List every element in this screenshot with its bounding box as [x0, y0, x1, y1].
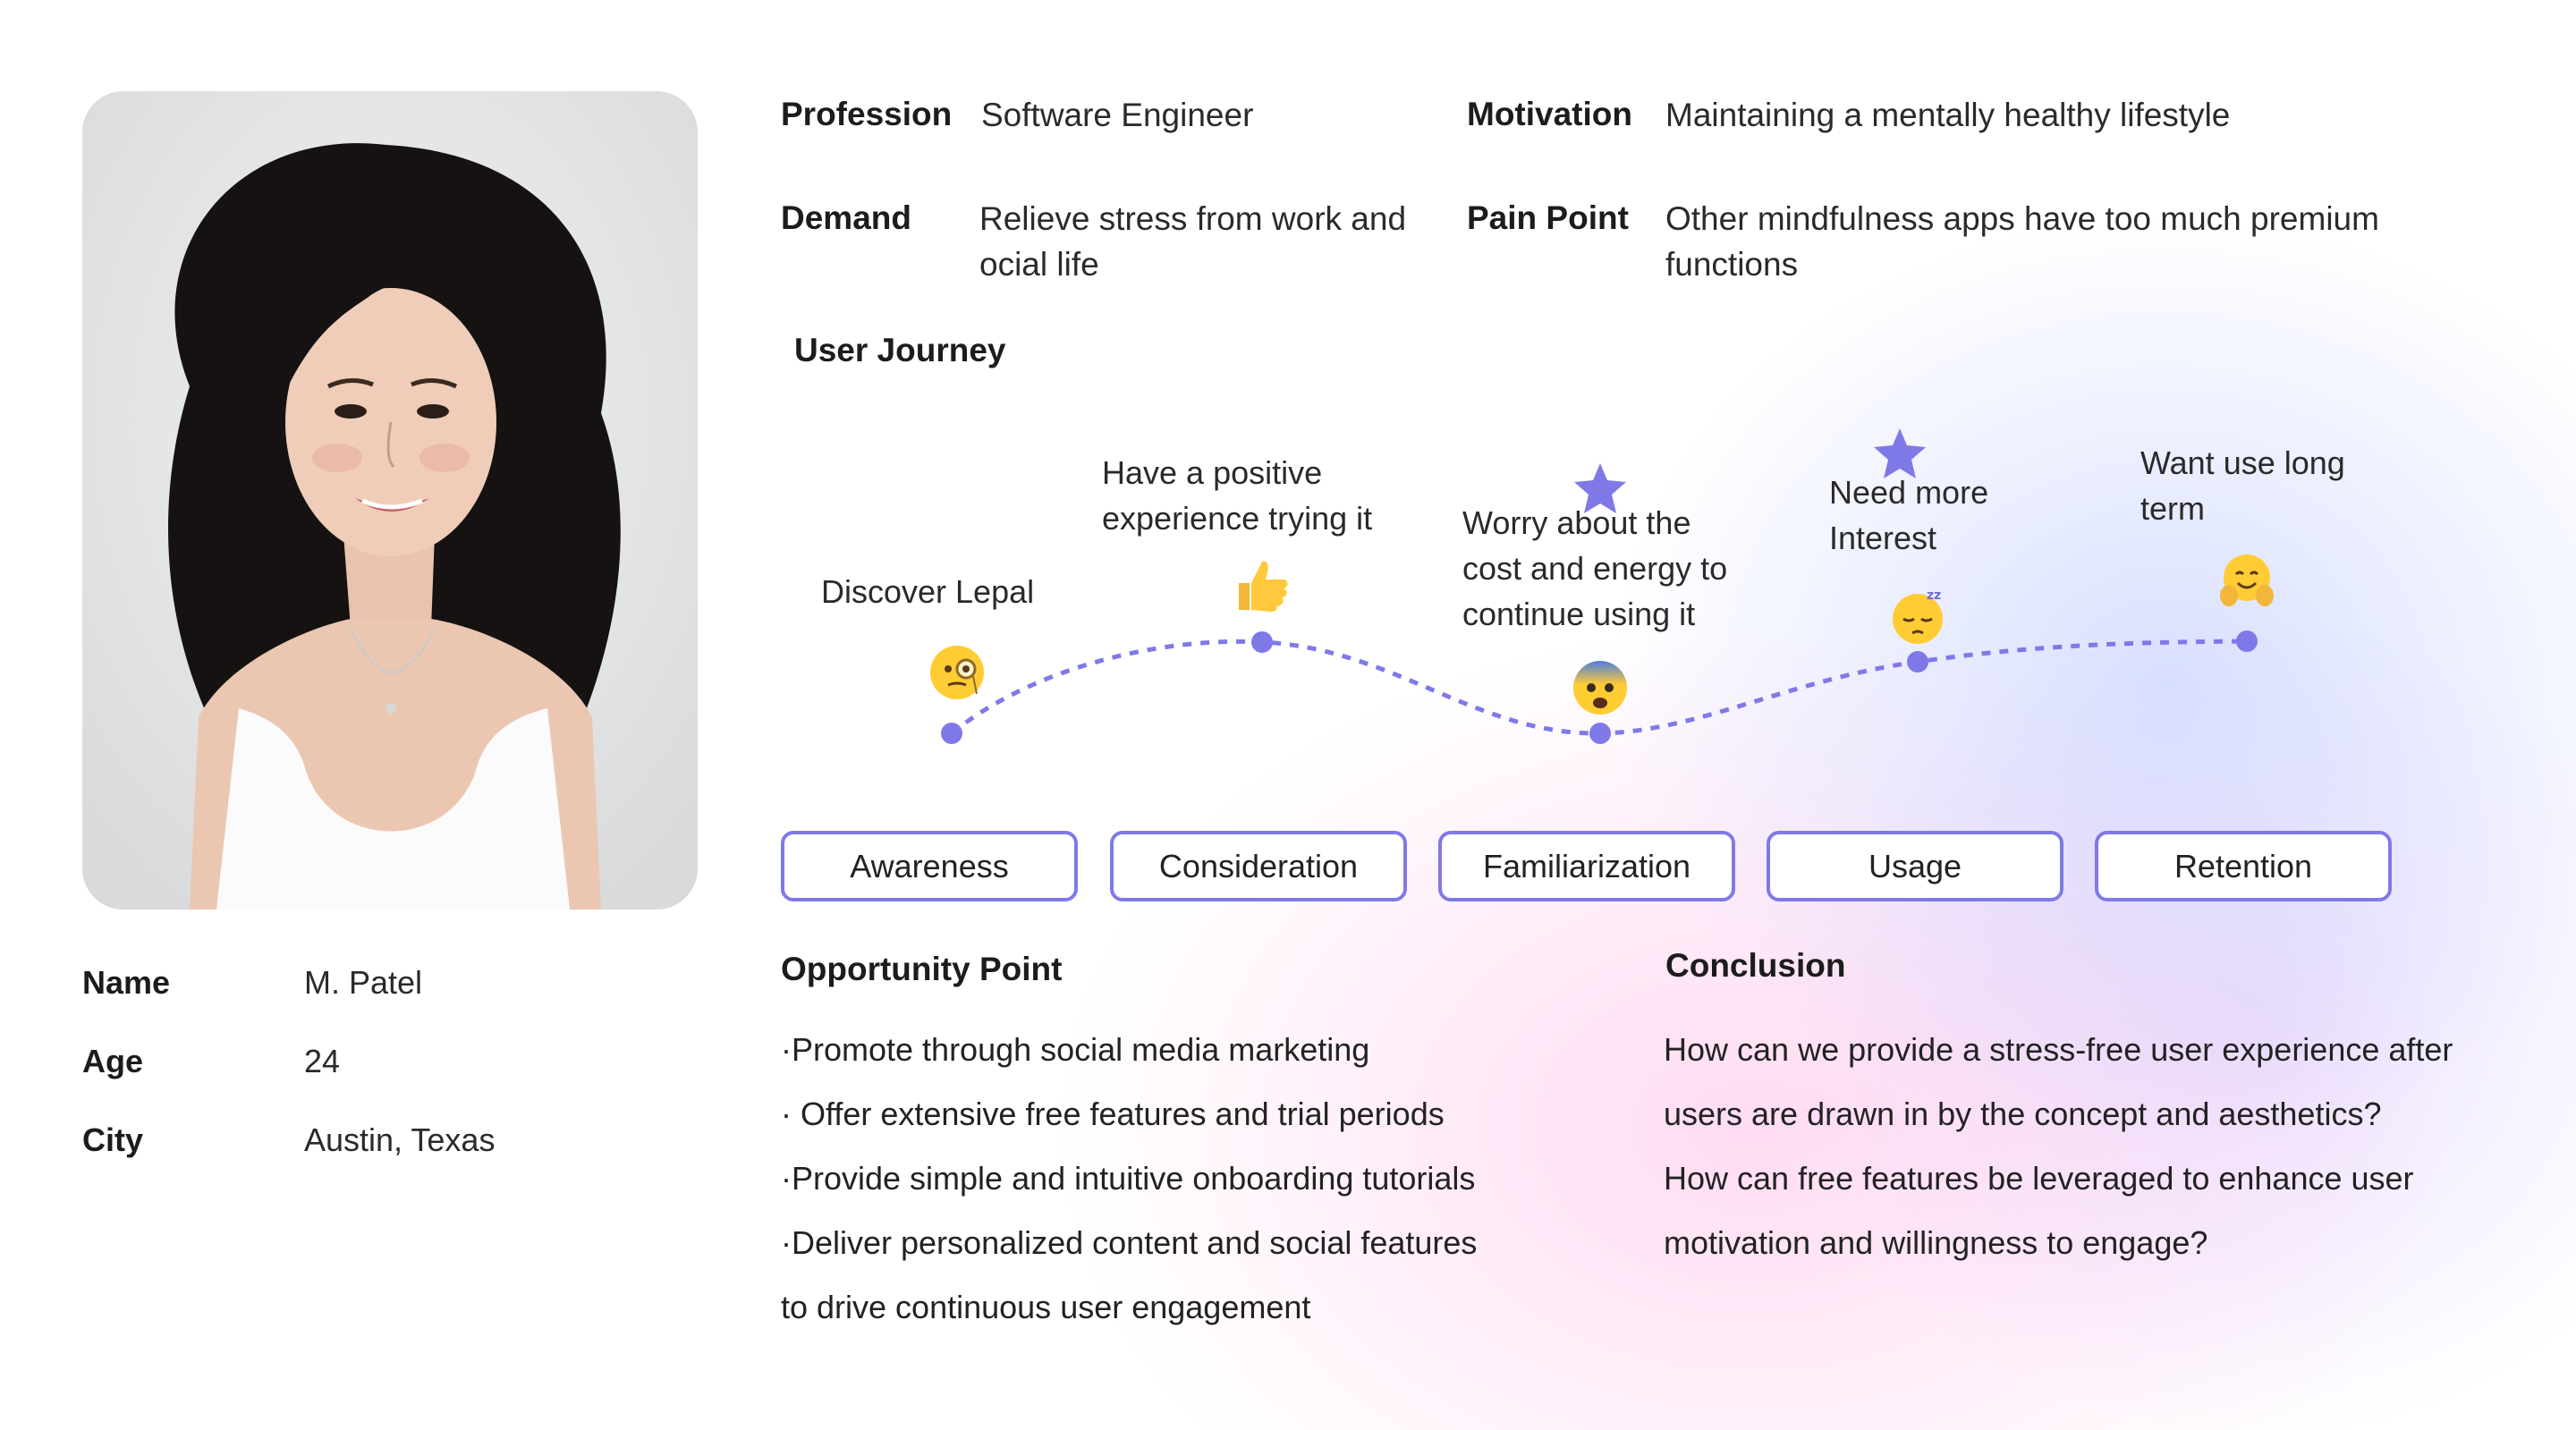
svg-text:zz: zz — [1927, 588, 1941, 603]
journey-label-line: cost and energy to — [1462, 550, 1728, 587]
stage-awareness-button[interactable]: Awareness — [781, 831, 1078, 901]
stage-retention-button[interactable]: Retention — [2095, 831, 2392, 901]
journey-label-interest: Need more Interest — [1829, 470, 1988, 561]
age-value: 24 — [304, 1043, 341, 1079]
sleepy-face-icon: zz — [1893, 588, 1943, 644]
journey-label-discover: Discover Lepal — [821, 569, 1034, 614]
pain-point-label: Pain Point — [1467, 199, 1629, 236]
conclusion-line: users are drawn in by the concept and ae… — [1664, 1096, 2382, 1132]
journey-label-line: continue using it — [1462, 596, 1696, 632]
thumbs-up-icon — [1239, 561, 1288, 612]
journey-label-line: term — [2140, 490, 2205, 527]
journey-label-line: experience trying it — [1102, 500, 1373, 537]
opportunity-item: ·Deliver personalized content and social… — [781, 1224, 1478, 1261]
anxious-face-icon — [1573, 661, 1627, 715]
monocle-face-icon — [930, 646, 984, 699]
journey-label-line: Want use long — [2140, 444, 2345, 481]
opportunity-item: ·Promote through social media marketing — [781, 1031, 1370, 1068]
opportunity-item: ·Provide simple and intuitive onboarding… — [781, 1160, 1476, 1197]
demand-line: ocial life — [979, 246, 1099, 283]
city-value: Austin, Texas — [304, 1121, 496, 1158]
stage-usage-button[interactable]: Usage — [1767, 831, 2063, 901]
conclusion-line: How can free features be leveraged to en… — [1664, 1160, 2414, 1197]
journey-label-worry: Worry about the cost and energy to conti… — [1462, 500, 1727, 637]
pain-point-value: Other mindfulness apps have too much pre… — [1665, 196, 2379, 287]
motivation-label: Motivation — [1467, 96, 1632, 132]
demand-line: Relieve stress from work and — [979, 200, 1407, 237]
pain-point-line: functions — [1665, 246, 1799, 283]
journey-label-line: Discover Lepal — [821, 573, 1035, 610]
name-value: M. Patel — [304, 964, 423, 1001]
motivation-value: Maintaining a mentally healthy lifestyle — [1665, 97, 2231, 133]
hugging-face-icon — [2220, 554, 2274, 606]
portrait-illustration — [82, 91, 698, 910]
city-label: City — [82, 1121, 144, 1158]
opportunity-item: to drive continuous user engagement — [781, 1289, 1311, 1325]
persona-photo — [82, 91, 698, 910]
conclusion-title: Conclusion — [1665, 947, 1846, 984]
profession-value: Software Engineer — [981, 97, 1254, 133]
journey-label-retention: Want use long term — [2140, 440, 2345, 531]
age-label: Age — [82, 1043, 144, 1079]
demand-label: Demand — [781, 199, 911, 236]
opportunity-title: Opportunity Point — [781, 951, 1063, 987]
opportunity-item: · Offer extensive free features and tria… — [781, 1096, 1445, 1132]
name-label: Name — [82, 964, 171, 1001]
journey-label-line: Have a positive — [1102, 454, 1323, 491]
journey-label-line: Need more — [1829, 474, 1989, 511]
user-journey-title: User Journey — [794, 332, 1006, 368]
profession-label: Profession — [781, 96, 953, 132]
demand-value: Relieve stress from work and ocial life — [979, 196, 1406, 287]
stage-familiarization-button[interactable]: Familiarization — [1438, 831, 1735, 901]
conclusion-line: motivation and willingness to engage? — [1664, 1224, 2208, 1261]
journey-label-line: Interest — [1829, 520, 1937, 556]
conclusion-line: How can we provide a stress-free user ex… — [1664, 1031, 2453, 1068]
pain-point-line: Other mindfulness apps have too much pre… — [1665, 200, 2379, 237]
stage-consideration-button[interactable]: Consideration — [1110, 831, 1407, 901]
journey-label-line: Worry about the — [1462, 504, 1691, 541]
journey-label-positive: Have a positive experience trying it — [1102, 450, 1372, 541]
